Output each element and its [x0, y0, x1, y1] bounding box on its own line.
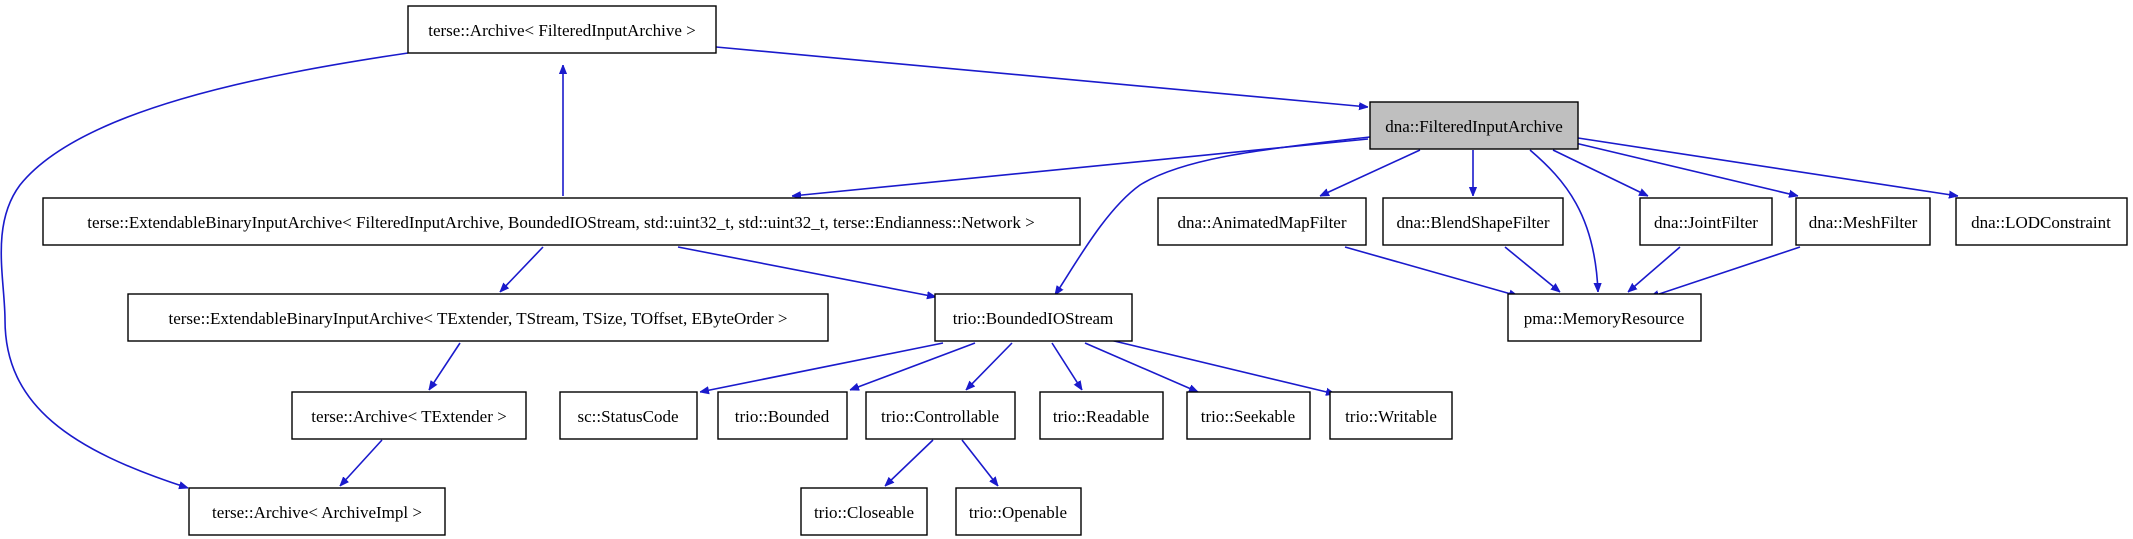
node-memory-resource[interactable]: pma::MemoryResource	[1507, 293, 1702, 342]
node-label: trio::Readable	[1053, 407, 1149, 426]
node-label: sc::StatusCode	[577, 407, 678, 426]
edge-filtered-input-archive-to-bounded-io-stream	[1055, 136, 1371, 295]
edge-filtered-input-archive-to-joint-filter	[1552, 149, 1648, 197]
node-label: dna::JointFilter	[1654, 213, 1758, 232]
node-label: trio::Closeable	[814, 503, 914, 522]
edge-archive-filtered-to-filtered-input-archive	[715, 46, 1368, 107]
node-label: terse::Archive< TExtender >	[311, 407, 506, 426]
edge-animated-map-filter-to-memory-resource	[1344, 246, 1518, 296]
node-bounded-io-stream[interactable]: trio::BoundedIOStream	[934, 293, 1133, 342]
node-archive-filtered[interactable]: terse::Archive< FilteredInputArchive >	[407, 5, 717, 54]
node-blend-shape-filter[interactable]: dna::BlendShapeFilter	[1382, 197, 1564, 246]
node-label: terse::Archive< ArchiveImpl >	[212, 503, 422, 522]
node-archive-textender[interactable]: terse::Archive< TExtender >	[291, 391, 527, 440]
edge-ext-binary-generic-to-archive-textender	[428, 342, 461, 390]
node-label: trio::Seekable	[1201, 407, 1295, 426]
edge-bounded-io-stream-to-controllable	[966, 342, 1013, 390]
edge-bounded-io-stream-to-readable	[1051, 342, 1083, 390]
node-label: dna::AnimatedMapFilter	[1177, 213, 1346, 232]
node-label: trio::Openable	[969, 503, 1067, 522]
node-openable[interactable]: trio::Openable	[955, 487, 1082, 536]
edge-ext-binary-filtered-to-ext-binary-generic	[500, 246, 544, 292]
edge-bounded-io-stream-to-bounded	[850, 342, 976, 391]
node-label: dna::MeshFilter	[1809, 213, 1918, 232]
edge-blend-shape-filter-to-memory-resource	[1504, 246, 1560, 292]
node-bounded[interactable]: trio::Bounded	[717, 391, 848, 440]
node-ext-binary-filtered[interactable]: terse::ExtendableBinaryInputArchive< Fil…	[42, 197, 1081, 246]
node-lod-constraint[interactable]: dna::LODConstraint	[1955, 197, 2128, 246]
node-label: terse::ExtendableBinaryInputArchive< TEx…	[169, 309, 788, 328]
nodes: terse::Archive< FilteredInputArchive > d…	[42, 5, 2128, 536]
edge-mesh-filter-to-memory-resource	[1650, 246, 1801, 297]
edge-controllable-to-openable	[961, 439, 998, 486]
node-mesh-filter[interactable]: dna::MeshFilter	[1795, 197, 1931, 246]
node-label: trio::Bounded	[735, 407, 830, 426]
edge-bounded-io-stream-to-writable	[1109, 339, 1335, 394]
node-archive-impl[interactable]: terse::Archive< ArchiveImpl >	[188, 487, 446, 536]
edge-filtered-input-archive-to-mesh-filter	[1574, 142, 1798, 196]
edge-bounded-io-stream-to-seekable	[1084, 342, 1198, 393]
edges	[0, 46, 1958, 488]
node-readable[interactable]: trio::Readable	[1039, 391, 1164, 440]
node-seekable[interactable]: trio::Seekable	[1186, 391, 1311, 440]
edge-filtered-input-archive-to-lod-constraint	[1577, 137, 1958, 196]
edge-filtered-input-archive-to-memory-resource	[1529, 149, 1598, 292]
edge-joint-filter-to-memory-resource	[1628, 246, 1681, 292]
node-animated-map-filter[interactable]: dna::AnimatedMapFilter	[1157, 197, 1367, 246]
node-joint-filter[interactable]: dna::JointFilter	[1639, 197, 1773, 246]
edge-bounded-io-stream-to-status-code	[700, 342, 944, 392]
edge-archive-filtered-to-archive-impl	[0, 52, 409, 488]
node-label: terse::Archive< FilteredInputArchive >	[428, 21, 695, 40]
edge-controllable-to-closeable	[885, 439, 934, 486]
node-controllable[interactable]: trio::Controllable	[865, 391, 1016, 440]
node-label: trio::BoundedIOStream	[953, 309, 1114, 328]
node-filtered-input-archive[interactable]: dna::FilteredInputArchive	[1369, 101, 1579, 150]
node-label: dna::BlendShapeFilter	[1397, 213, 1550, 232]
node-status-code[interactable]: sc::StatusCode	[559, 391, 698, 440]
node-label: trio::Controllable	[881, 407, 999, 426]
edge-archive-textender-to-archive-impl	[340, 439, 383, 486]
node-label: dna::LODConstraint	[1971, 213, 2111, 232]
node-closeable[interactable]: trio::Closeable	[800, 487, 928, 536]
node-label: dna::FilteredInputArchive	[1385, 117, 1563, 136]
node-label: terse::ExtendableBinaryInputArchive< Fil…	[87, 213, 1034, 232]
edge-filtered-input-archive-to-animated-map-filter	[1320, 149, 1421, 197]
node-label: pma::MemoryResource	[1524, 309, 1685, 328]
node-label: trio::Writable	[1345, 407, 1437, 426]
node-ext-binary-generic[interactable]: terse::ExtendableBinaryInputArchive< TEx…	[127, 293, 829, 342]
node-writable[interactable]: trio::Writable	[1329, 391, 1453, 440]
edge-ext-binary-filtered-to-bounded-io-stream	[677, 246, 936, 297]
